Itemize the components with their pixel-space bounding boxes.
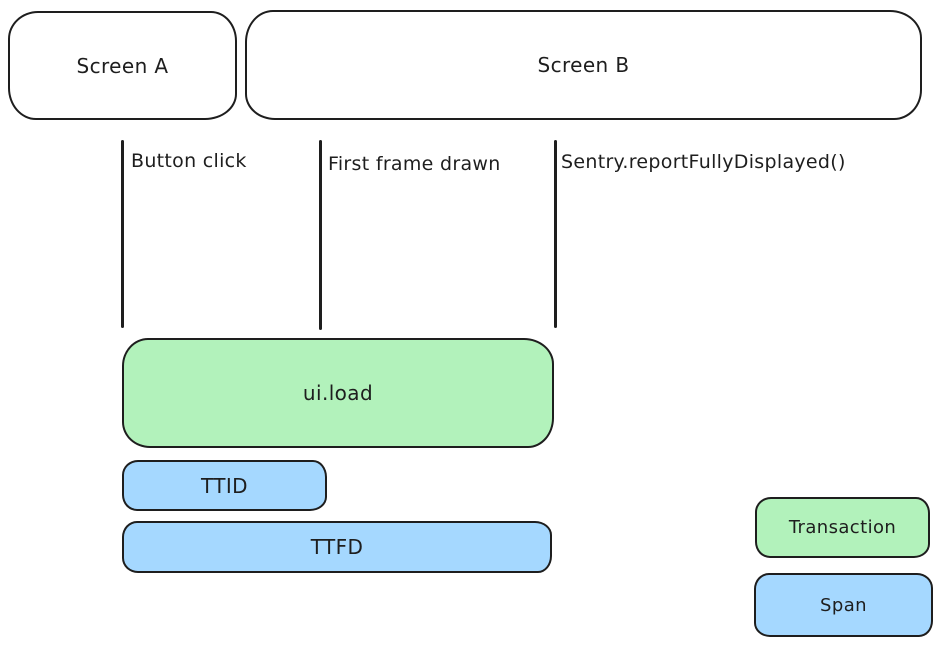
transaction-bar-label: ui.load xyxy=(302,381,374,405)
ttid-bar-label: TTID xyxy=(201,473,248,498)
screen-b-label: Screen B xyxy=(537,53,630,77)
marker-label-first-frame-drawn: First frame drawn xyxy=(328,153,501,175)
legend-item-span: Span xyxy=(754,573,933,637)
screen-b-box: Screen B xyxy=(245,10,922,120)
transaction-bar-ui-load: ui.load xyxy=(122,338,554,448)
marker-label-report-fully-displayed: Sentry.reportFullyDisplayed() xyxy=(561,151,846,173)
span-bar-ttfd: TTFD xyxy=(122,521,552,573)
marker-line-button-click xyxy=(121,140,124,328)
legend-transaction-label: Transaction xyxy=(788,517,897,538)
legend-item-transaction: Transaction xyxy=(755,497,930,558)
legend-span-label: Span xyxy=(820,594,867,616)
marker-line-report-fully-displayed xyxy=(554,140,557,328)
marker-line-first-frame-drawn xyxy=(319,140,322,330)
ttfd-bar-label: TTFD xyxy=(310,535,364,559)
screen-a-label: Screen A xyxy=(76,53,169,78)
screen-a-box: Screen A xyxy=(8,11,237,120)
marker-label-button-click: Button click xyxy=(131,150,247,172)
span-bar-ttid: TTID xyxy=(122,460,327,511)
